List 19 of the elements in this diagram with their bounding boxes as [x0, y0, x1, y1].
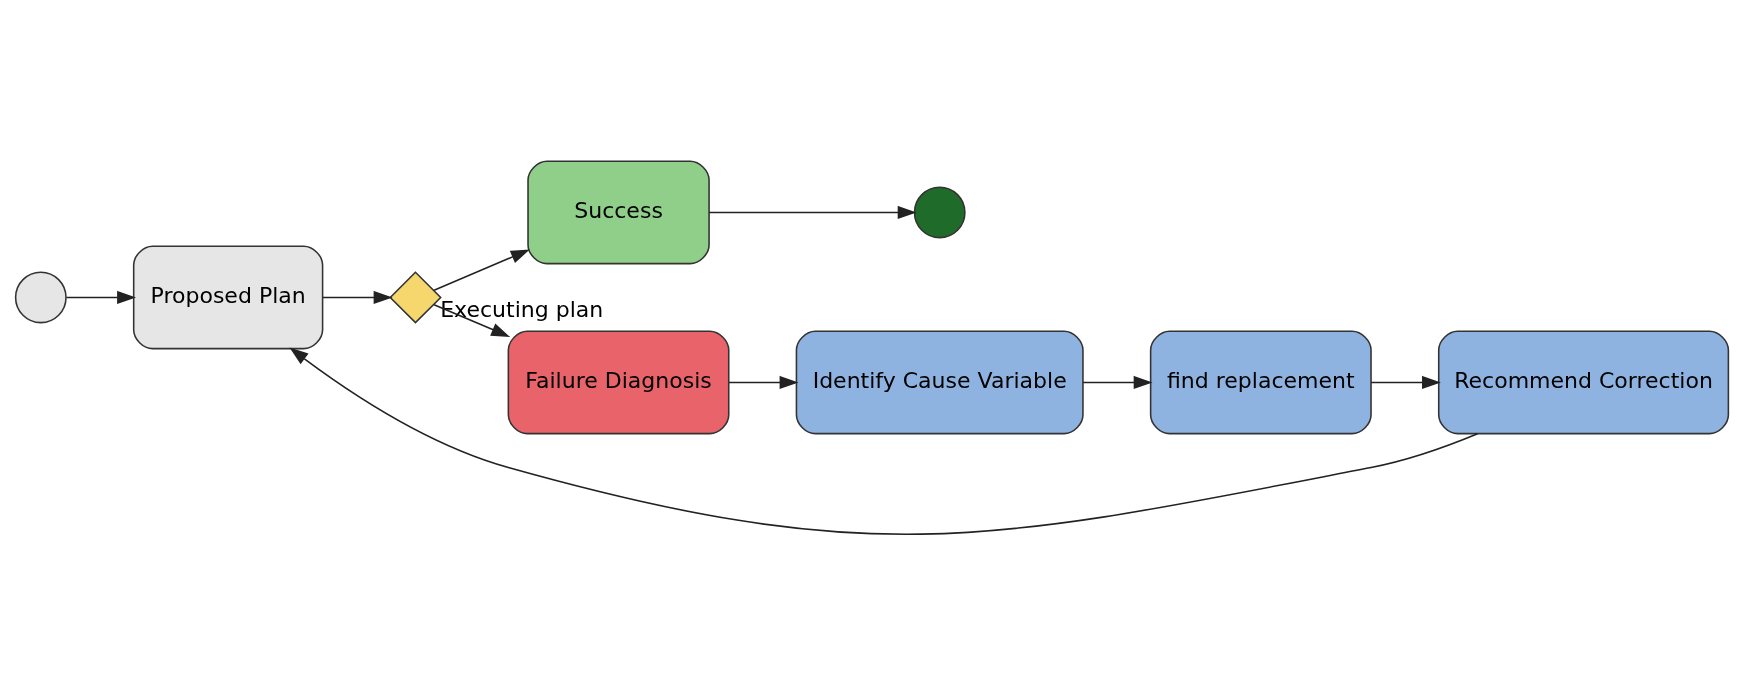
arrow	[289, 347, 1479, 535]
arrow	[1082, 375, 1153, 390]
node-box: Failure Diagnosis	[507, 330, 730, 435]
arrow	[1370, 375, 1441, 390]
node-diamond	[389, 271, 442, 324]
node-circle	[14, 271, 67, 324]
arrow	[433, 249, 530, 291]
node-circle	[913, 186, 966, 239]
arrow	[322, 290, 393, 305]
arrow	[728, 375, 799, 390]
node-box: Success	[527, 160, 710, 265]
node-label: Executing plan	[440, 296, 604, 322]
arrow	[433, 303, 511, 338]
node-box: Proposed Plan	[132, 245, 324, 350]
arrow	[708, 205, 917, 220]
arrow	[65, 290, 136, 305]
node-box: find replacement	[1149, 330, 1372, 435]
node-box: Recommend Correction	[1437, 330, 1730, 435]
node-box: Identify Cause Variable	[795, 330, 1084, 435]
